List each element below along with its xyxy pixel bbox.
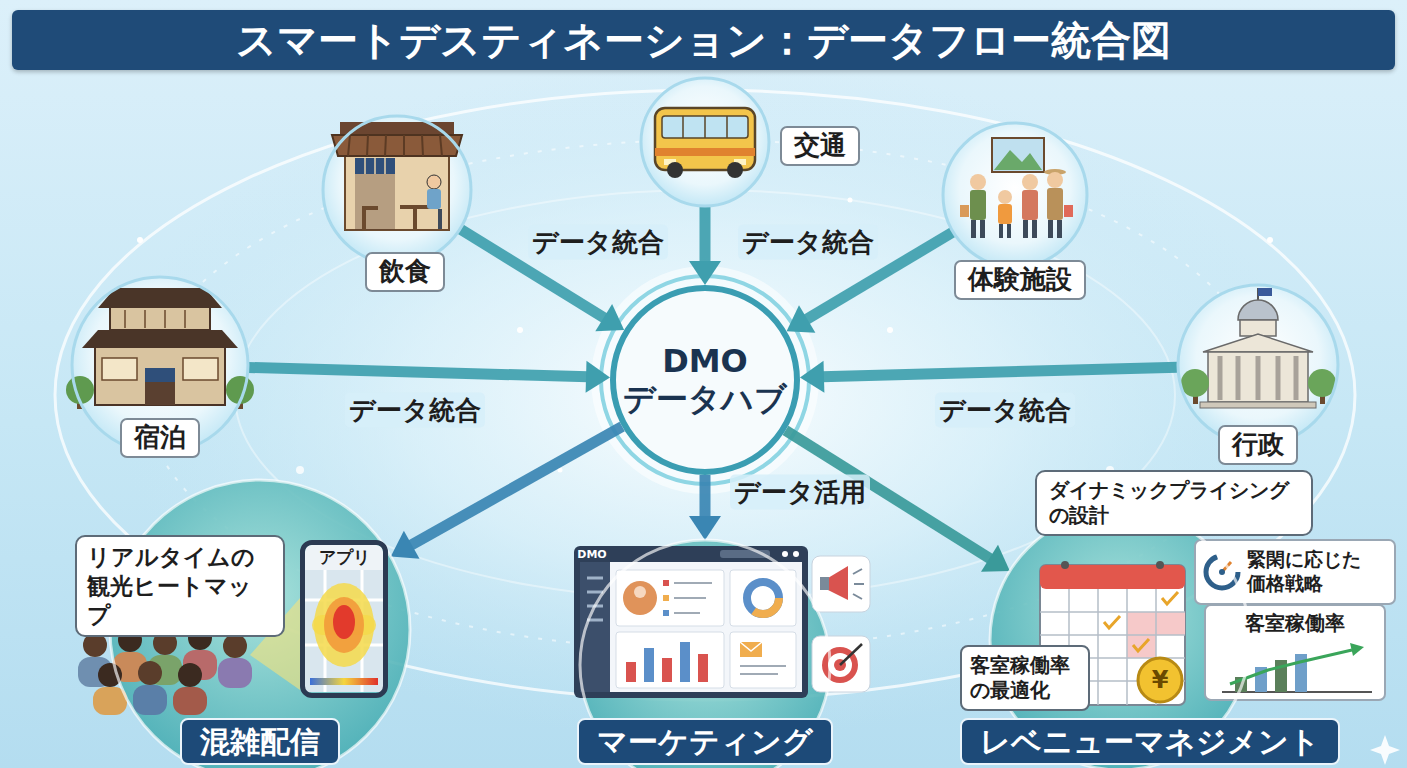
node-circle: [943, 123, 1087, 267]
arrow-head: [981, 545, 1010, 572]
data-flow-arrow: [689, 475, 721, 540]
revenue-node: レベニューマネジメント ダイナミックプライシングの設計緊閑に応じた価格戦略客室稼働…: [960, 465, 1400, 768]
arrow-shaft: [700, 475, 711, 518]
edge-label: データ活用: [730, 475, 870, 510]
restaurant-node: 飲食: [320, 116, 475, 296]
arrow-head: [689, 261, 721, 285]
arrow-shaft: [700, 206, 711, 263]
phone-screen: アプリ: [300, 540, 388, 698]
arrow-head: [391, 531, 420, 559]
node-label: 交通: [780, 126, 860, 166]
edge-label: データ統合: [738, 225, 878, 260]
node-label: 体験施設: [954, 260, 1086, 300]
arrow-head: [800, 361, 824, 393]
node-label: 宿泊: [120, 418, 200, 458]
app-label: アプリ: [305, 545, 383, 570]
arrow-shaft: [822, 367, 1178, 377]
arrow-head: [595, 304, 624, 331]
arrow-head: [787, 305, 816, 332]
hub-label: DMO データハブ: [619, 342, 791, 419]
node-circle: [641, 78, 769, 206]
data-flow-arrow: [391, 427, 622, 559]
node-circle: [613, 288, 797, 472]
heatmap-illustration: [305, 570, 383, 692]
government-node: 行政: [1170, 280, 1350, 470]
node-label: 飲食: [365, 252, 445, 292]
title-text: スマートデスティネーション：データフロー統合図: [236, 13, 1171, 68]
dashboard-illustration: [574, 546, 870, 698]
hub-circle: DMO データハブ: [610, 285, 800, 475]
experience-node: 体験施設: [940, 123, 1090, 301]
section-label: マーケティング: [577, 718, 833, 765]
callout-text: 緊閑に応じた価格戦略: [1247, 548, 1375, 596]
node-circle: [1178, 285, 1338, 445]
bus-illustration: [655, 108, 755, 178]
callout-text: 客室稼働率: [1213, 611, 1377, 636]
callout-bubble: ダイナミックプライシングの設計: [1035, 470, 1313, 536]
callout-text: ダイナミックプライシングの設計: [1049, 478, 1299, 528]
data-flow-arrow: [800, 361, 1178, 393]
title-bar: スマートデスティネーション：データフロー統合図: [12, 10, 1395, 70]
transport-node: 交通: [640, 78, 860, 208]
node-circle: [323, 116, 471, 264]
section-label: 混雑配信: [180, 718, 340, 765]
picture-label: ¥: [1152, 668, 1169, 692]
arrow-head: [689, 516, 721, 540]
callout-text: 客室稼働率の最適化: [970, 653, 1080, 703]
callout-bubble: 客室稼働率の最適化: [960, 645, 1090, 711]
edge-label: データ統合: [345, 393, 485, 428]
restaurant-illustration: [332, 122, 462, 230]
picture-label: DMO: [577, 549, 606, 560]
lodging-node: 宿泊: [70, 270, 250, 470]
edge-label: データ統合: [935, 393, 1075, 428]
arrow-head: [586, 361, 610, 393]
revenue-illustration: [1040, 540, 1395, 705]
edge-label: データ統合: [528, 225, 668, 260]
callout-bubble: リアルタイムの観光ヒートマップ: [75, 535, 285, 637]
node-discs: [72, 78, 1338, 768]
data-flow-arrow: [689, 206, 721, 285]
callout-text: リアルタイムの観光ヒートマップ: [87, 543, 273, 629]
node-label: 行政: [1218, 425, 1298, 465]
arrow-shaft: [410, 427, 622, 546]
data-flow-arrow: [248, 361, 610, 393]
marketing-node: マーケティング: [560, 495, 850, 768]
arrow-shaft: [248, 367, 588, 376]
congestion-node: 混雑配信 リアルタイムの観光ヒートマップ アプリ: [60, 480, 460, 768]
info-box: 緊閑に応じた価格戦略: [1195, 540, 1395, 604]
chart-box: 客室稼働率: [1205, 605, 1385, 700]
tourists-illustration: [960, 138, 1073, 238]
section-label: レベニューマネジメント: [960, 718, 1340, 765]
